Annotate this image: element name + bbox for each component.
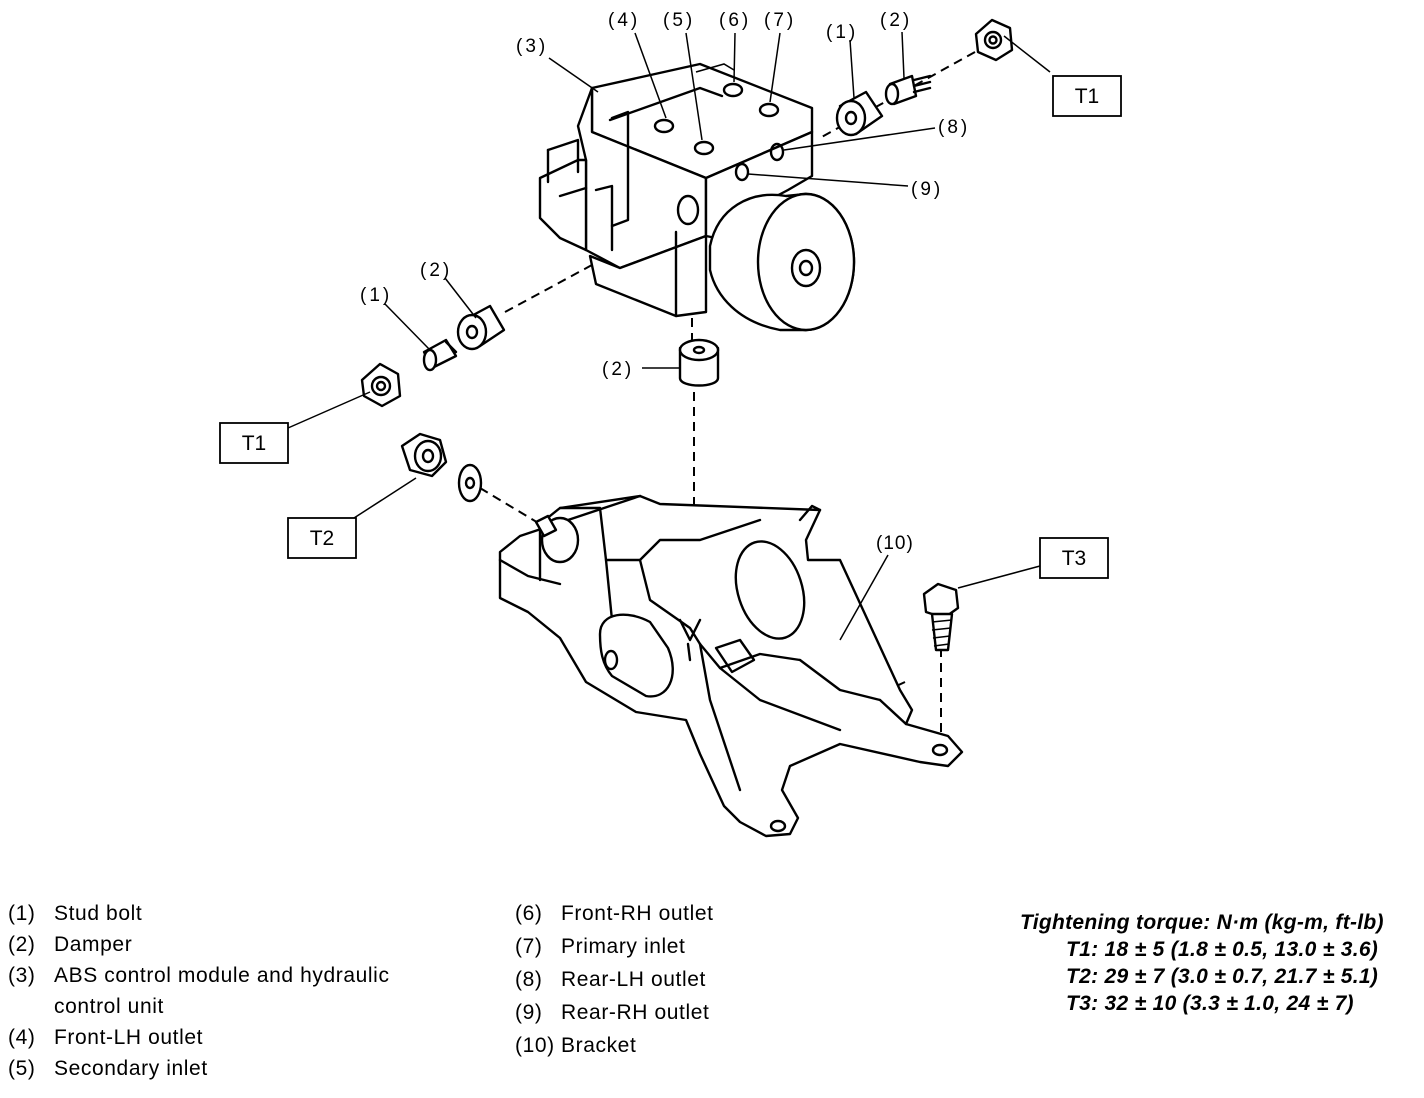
torque-box-t2: T2 [287,517,357,559]
middle-damper [678,338,720,387]
bracket-bolt [922,582,960,652]
legend-item: (9) Rear-RH outlet [515,997,714,1028]
top-right-damper [835,90,884,137]
torque-t3: T3: 32 ± 10 (3.3 ± 1.0, 24 ± 7) [1066,992,1354,1015]
flange-nut [400,432,448,478]
legend-text: Front-LH outlet [54,1026,204,1049]
torque-heading: Tightening torque: N·m (kg-m, ft-lb) [1020,911,1384,934]
legend-item: (10) Bracket [515,1030,714,1061]
svg-text:T1: T1 [242,432,267,455]
callout-labels: (3) (4) (5) (6) (7) (1) (2) (8) (9) (1) … [360,10,970,554]
legend-number: (8) [515,968,543,991]
callout-9: (9) [911,179,943,200]
left-stud-bolt [422,338,458,372]
torque-t1: T1: 18 ± 5 (1.8 ± 0.5, 13.0 ± 3.6) [1066,938,1379,961]
legend-item: (8) Rear-LH outlet [515,964,714,995]
callout-10: (10) [876,533,914,554]
abs-control-module [538,62,856,332]
legend-text: Secondary inlet [54,1057,208,1080]
abs-assembly-diagram: (3) (4) (5) (6) (7) (1) (2) (8) (9) (1) … [219,10,1122,838]
legend-item: (5) Secondary inlet [8,1053,390,1084]
tightening-torque-spec: Tightening torque: N·m (kg-m, ft-lb) T1:… [1020,909,1384,1017]
legend-item: (4) Front-LH outlet [8,1022,390,1053]
top-right-stud-bolt [884,74,932,106]
svg-text:T1: T1 [1075,85,1100,108]
washer [457,463,483,503]
bracket [498,494,964,838]
callout-8: (8) [938,117,970,138]
rear-lh-outlet-port [769,142,785,162]
front-lh-outlet-port [653,118,675,134]
legend-text: Stud bolt [54,902,143,925]
parts-legend-right: (6) Front-RH outlet (7) Primary inlet (8… [515,898,714,1061]
legend-number: (5) [8,1057,36,1080]
primary-inlet-port [758,102,780,118]
callout-2-left: (2) [420,260,452,281]
legend-text: control unit [54,995,164,1018]
rear-rh-outlet-port [734,162,750,182]
leader-lines [287,31,1051,641]
legend-item: control unit [8,991,390,1022]
legend-item: (1) Stud bolt [8,898,390,929]
legend-text: Bracket [561,1034,637,1057]
callout-4: (4) [608,10,640,31]
legend-item: (2) Damper [8,929,390,960]
left-nut [360,362,402,408]
callout-6: (6) [719,10,751,31]
legend-number [8,991,54,1022]
callout-7: (7) [764,10,796,31]
legend-text: Rear-LH outlet [561,968,706,991]
legend-text: ABS control module and hydraulic [54,964,390,987]
legend-item: (3) ABS control module and hydraulic [8,960,390,991]
front-rh-outlet-port [722,82,744,98]
svg-text:T3: T3 [1062,547,1087,570]
legend-number: (2) [8,933,36,956]
svg-text:T2: T2 [310,527,335,550]
parts-legend-left: (1) Stud bolt (2) Damper (3) ABS control… [8,898,390,1084]
top-right-nut [974,18,1014,62]
callout-2-top: (2) [880,10,912,31]
callout-2-middle: (2) [602,359,634,380]
torque-t2: T2: 29 ± 7 (3.0 ± 0.7, 21.7 ± 5.1) [1066,965,1379,988]
callout-3: (3) [516,36,548,57]
torque-box-t3: T3 [1039,537,1109,579]
secondary-inlet-port [693,140,715,156]
torque-box-t1-top: T1 [1052,75,1122,117]
legend-number: (10) [515,1034,555,1057]
legend-number: (9) [515,1001,543,1024]
legend-number: (4) [8,1026,36,1049]
callout-5: (5) [663,10,695,31]
legend-text: Damper [54,933,133,956]
callout-1-top: (1) [826,22,858,43]
legend-number: (6) [515,902,543,925]
legend-number: (3) [8,964,36,987]
left-damper [456,304,506,351]
legend-text: Front-RH outlet [561,902,714,925]
legend-text: Rear-RH outlet [561,1001,710,1024]
callout-1-left: (1) [360,285,392,306]
torque-box-t1-left: T1 [219,422,289,464]
legend-number: (1) [8,902,36,925]
legend-item: (7) Primary inlet [515,931,714,962]
legend-item: (6) Front-RH outlet [515,898,714,929]
legend-text: Primary inlet [561,935,686,958]
legend-number: (7) [515,935,543,958]
